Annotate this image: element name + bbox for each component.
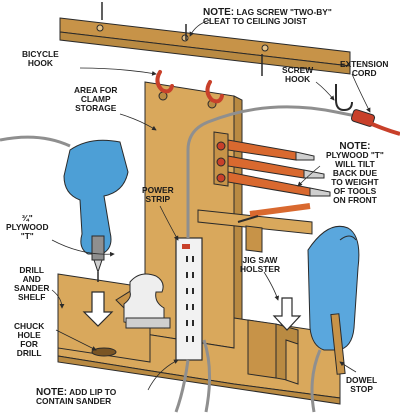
ceiling-cleat: [59, 17, 351, 75]
note-plywood-tilt-text: PLYWOOD "T" WILL TILT BACK DUE TO WEIGHT…: [326, 150, 384, 205]
sander-icon: [123, 273, 171, 329]
direction-arrow-icon: [82, 291, 302, 331]
extension-cord-plug: [350, 109, 400, 136]
note-lag-screw-text: LAG SCREW "TWO-BY" CLEAT TO CEILING JOIS…: [203, 7, 332, 26]
note-lag-screw: NOTE: LAG SCREW "TWO-BY" CLEAT TO CEILIN…: [203, 8, 332, 26]
label-dowel-stop: DOWEL STOP: [346, 375, 378, 394]
note-add-lip-text: ADD LIP TO CONTAIN SANDER: [36, 387, 117, 406]
label-bicycle-hook: BICYCLE HOOK: [22, 49, 59, 68]
label-drill-sander-shelf: DRILL AND SANDER SHELF: [14, 265, 50, 302]
label-plywood-t: ¾" PLYWOOD "T": [6, 213, 49, 241]
label-power-strip: POWER STRIP: [142, 185, 174, 204]
label-extension-cord: EXTENSION CORD: [340, 59, 389, 78]
label-chuck-hole: CHUCK HOLE FOR DRILL: [14, 321, 45, 358]
note-add-lip: NOTE: ADD LIP TO CONTAIN SANDER: [36, 388, 116, 406]
chuck-hole: [91, 347, 117, 357]
note-plywood-tilt: NOTE:PLYWOOD "T" WILL TILT BACK DUE TO W…: [326, 142, 384, 205]
dowel-stop: [330, 313, 346, 375]
jig-saw-holster: [247, 319, 299, 385]
screw-hook-icon: [335, 84, 353, 112]
chisel-rack: [213, 131, 331, 197]
bicycle-hook-icon: [155, 70, 224, 104]
power-strip: [175, 237, 203, 361]
note-prefix: NOTE:: [339, 141, 371, 152]
note-prefix: NOTE:: [203, 7, 235, 18]
label-screw-hook: SCREW HOOK: [282, 65, 314, 84]
screwdriver-shelf: [197, 203, 313, 253]
leader-lines: [51, 19, 371, 391]
label-jig-saw-holster: JIG SAW HOLSTER: [240, 255, 281, 274]
note-prefix: NOTE:: [36, 387, 68, 398]
lag-screw-icon: [101, 2, 263, 76]
label-clamp-storage: AREA FOR CLAMP STORAGE: [74, 85, 118, 113]
drill-icon: [63, 139, 129, 282]
cords: [0, 105, 357, 413]
jig-saw-icon: [307, 225, 360, 351]
